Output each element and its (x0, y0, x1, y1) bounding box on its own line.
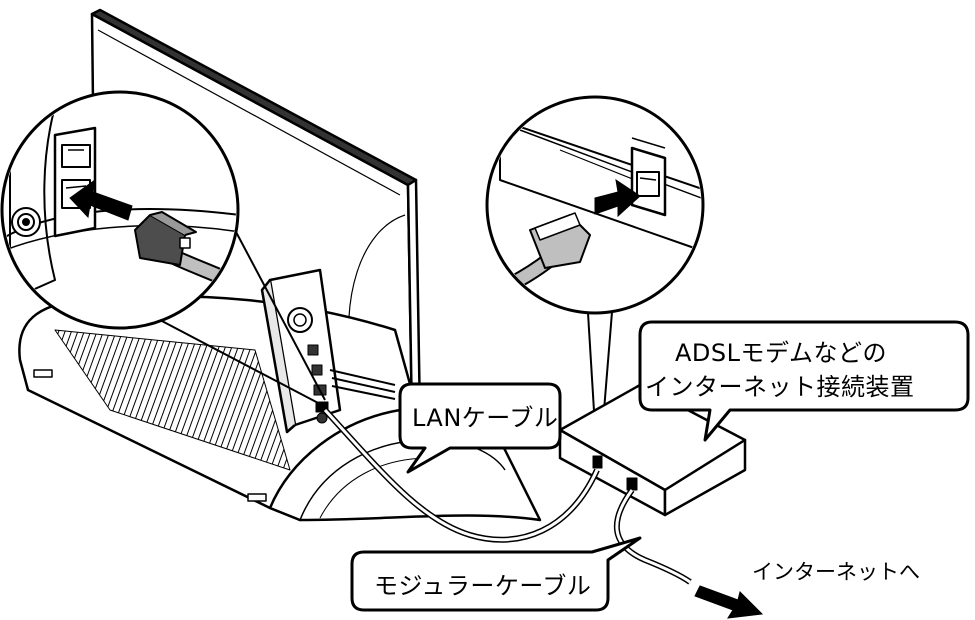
modem-lan-port (592, 455, 603, 469)
zoom-circle-pc-port (0, 90, 240, 330)
callout-modular (350, 536, 642, 612)
zoom-pc-plug (134, 214, 186, 266)
modem-label-line2: インターネット接続装置 (645, 373, 915, 401)
zoom-leader-lines-pc (159, 229, 326, 406)
zoom-pc-arrow (69, 178, 133, 221)
zoom-modem-arrow (594, 178, 641, 218)
modem-side (663, 438, 747, 517)
base-slot-left (33, 369, 53, 378)
io-lan-port (315, 401, 329, 413)
to-internet-arrow (694, 585, 764, 619)
modem-device (558, 383, 747, 517)
to-internet-label: インターネットへ (752, 560, 920, 584)
zoom-circle-modem-port (485, 95, 705, 315)
modular-cable-line (613, 488, 692, 585)
modem-label-line1: ADSLモデムなどの (675, 339, 888, 367)
lan-cable-label: LANケーブル (412, 404, 559, 432)
pc-internal-cables (329, 369, 396, 400)
zoom-pc-port-upper (61, 144, 91, 168)
modular-cable-label: モジュラーケーブル (374, 572, 592, 600)
pc-io-module (260, 268, 342, 434)
zoom-modem-port (636, 171, 660, 197)
lan-cable-line (322, 407, 600, 543)
modem-line-port (626, 477, 638, 491)
callout-lan (398, 382, 562, 474)
base-slot-right (247, 493, 267, 502)
stand-vent (54, 329, 291, 471)
callout-modem (638, 320, 970, 442)
